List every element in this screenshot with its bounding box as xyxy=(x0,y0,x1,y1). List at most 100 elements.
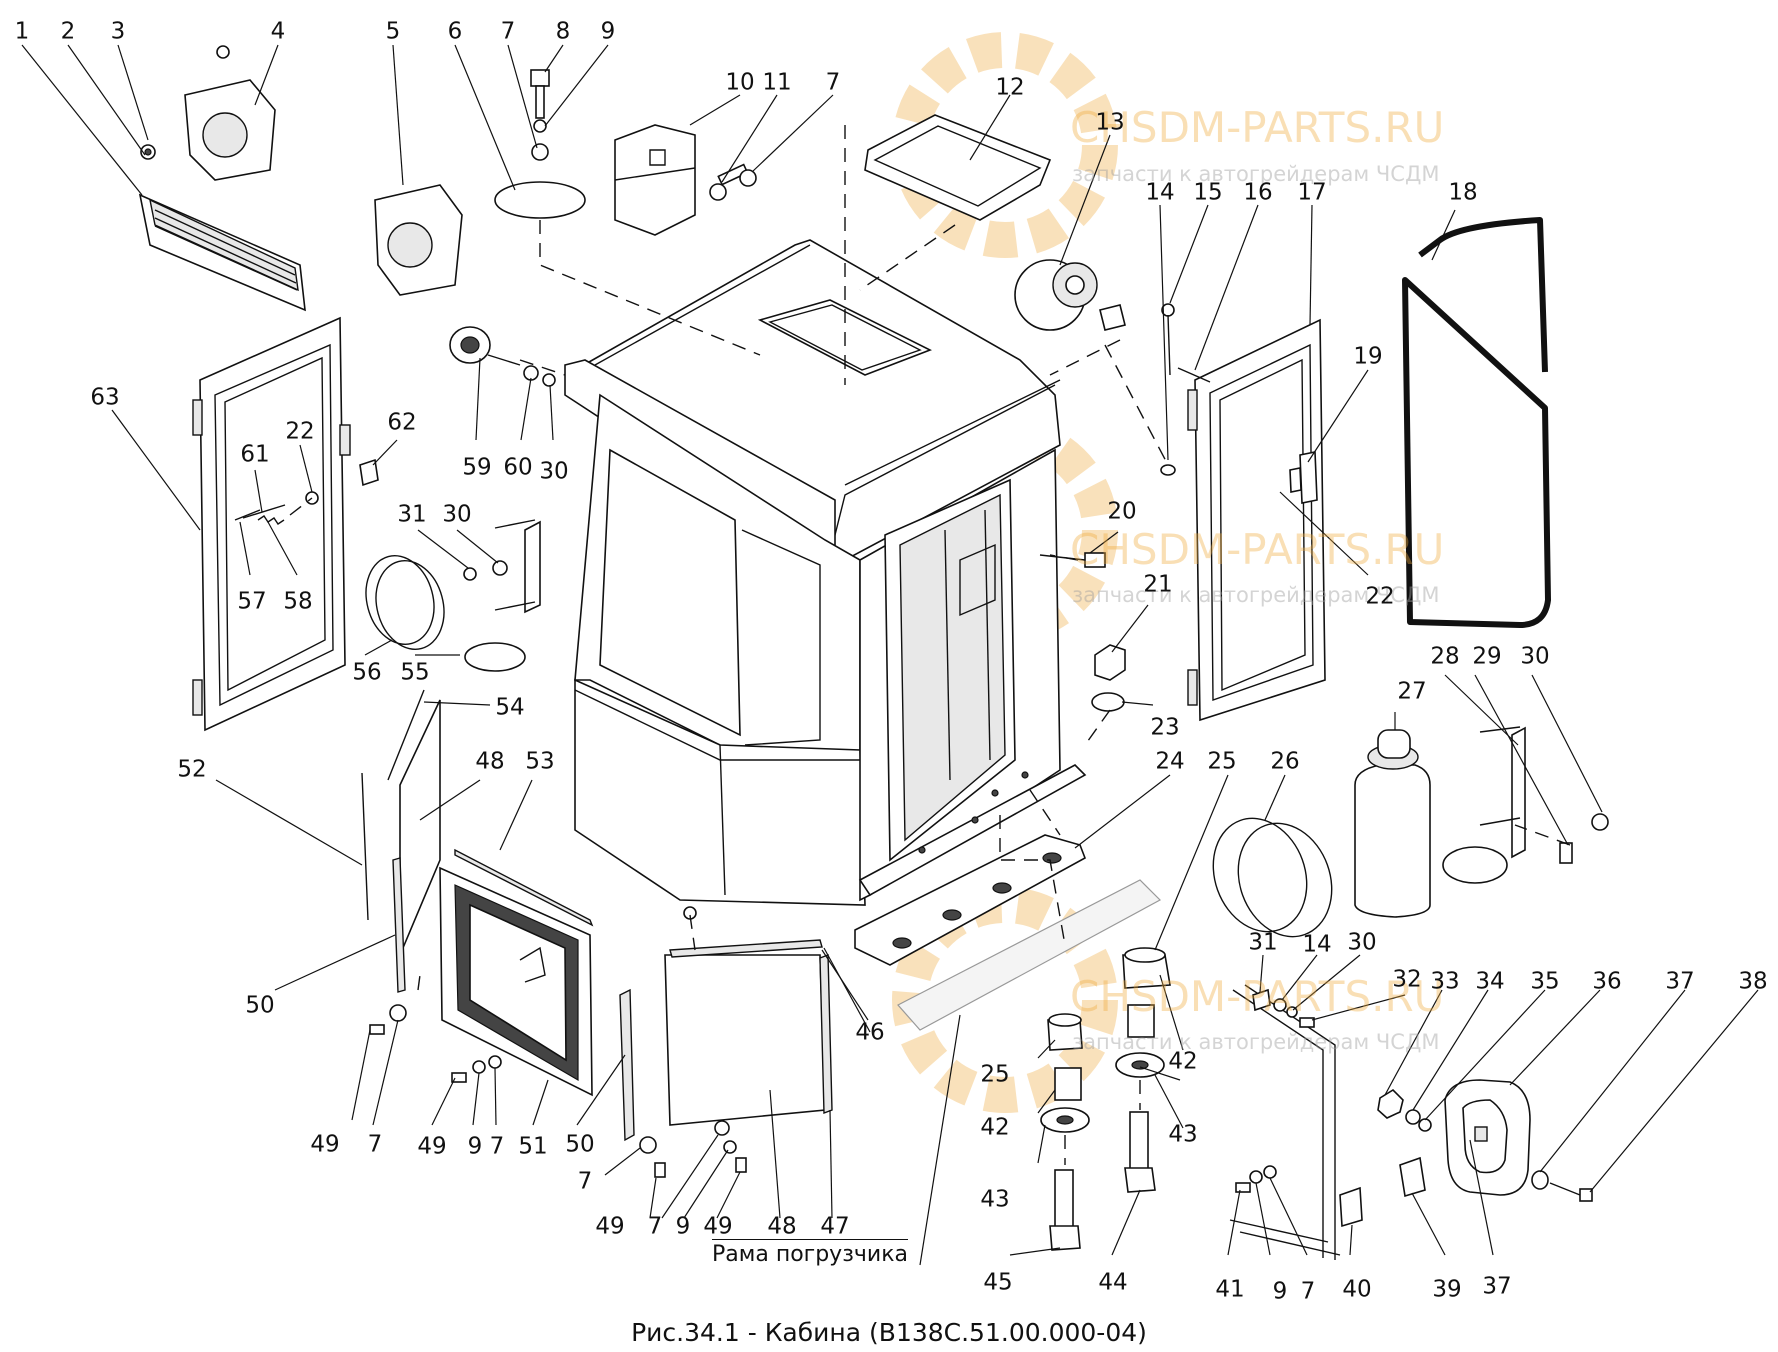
callout-label: 38 xyxy=(1738,968,1768,995)
callout-label: 39 xyxy=(1432,1276,1462,1303)
callout-label: 12 xyxy=(995,74,1025,101)
callout-label: 37 xyxy=(1665,968,1695,995)
callout-label: 11 xyxy=(762,69,792,96)
bolt-29-washer-30 xyxy=(1559,813,1609,864)
callout-label: 7 xyxy=(647,1213,663,1240)
callout-label: 26 xyxy=(1270,748,1300,775)
callout-label: 50 xyxy=(565,1131,595,1158)
callout-label: 58 xyxy=(283,588,313,615)
callout-label: 25 xyxy=(1207,748,1237,775)
small-parts-31-32 xyxy=(1235,988,1432,1193)
callout-label: 29 xyxy=(1472,643,1502,670)
watermark-subtitle: запчасти к автогрейдерам ЧСДМ xyxy=(1072,162,1440,186)
callout-label: 49 xyxy=(417,1133,447,1160)
callout-label: 30 xyxy=(442,501,472,528)
callout-label: 31 xyxy=(397,501,427,528)
callout-label: 49 xyxy=(310,1131,340,1158)
callout-label: 63 xyxy=(90,384,120,411)
callout-label: 59 xyxy=(462,454,492,481)
callout-label: 22 xyxy=(285,418,315,445)
bracket-39 xyxy=(1399,1156,1426,1198)
callout-label: 17 xyxy=(1297,179,1327,206)
callout-label: 52 xyxy=(177,756,207,783)
watermark-title: CHSDM-PARTS.RU xyxy=(1070,103,1445,152)
screw-38-washer-37 xyxy=(1531,1170,1593,1202)
callout-label: 36 xyxy=(1592,968,1622,995)
bolt-11 xyxy=(709,163,749,201)
washer-3 xyxy=(140,144,156,160)
extinguisher-27 xyxy=(1354,729,1431,918)
callout-label: 37 xyxy=(1482,1273,1512,1300)
callout-label: 25 xyxy=(980,1061,1010,1088)
callout-label: 9 xyxy=(467,1133,483,1160)
bracket-40 xyxy=(1339,1186,1363,1228)
panel-48-left xyxy=(399,699,441,956)
callout-label: 43 xyxy=(1168,1121,1198,1148)
mirror-rod-34 xyxy=(1229,984,1341,1260)
callout-label: 16 xyxy=(1243,179,1273,206)
callout-label: 62 xyxy=(387,409,417,436)
callout-label: 3 xyxy=(110,18,126,45)
washer-23 xyxy=(1091,692,1125,712)
nut-21 xyxy=(1094,644,1126,681)
callout-label: 49 xyxy=(703,1213,733,1240)
washer-7 xyxy=(739,169,757,187)
assembly-lines xyxy=(289,125,1571,1165)
pin-15 xyxy=(1161,303,1211,383)
callout-label: 33 xyxy=(1430,968,1460,995)
callout-label: 50 xyxy=(245,992,275,1019)
hatch-cover-12 xyxy=(864,114,1052,221)
callout-label: 30 xyxy=(1347,929,1377,956)
callout-label: 43 xyxy=(980,1186,1010,1213)
bolt-45 xyxy=(1049,1169,1081,1251)
watermark-title: CHSDM-PARTS.RU xyxy=(1070,972,1445,1021)
first-aid-kit-10 xyxy=(614,124,696,236)
fan-13 xyxy=(1014,259,1126,331)
mirror-mount-59 xyxy=(449,326,556,387)
callout-label: 57 xyxy=(237,588,267,615)
rings-56 xyxy=(365,555,445,650)
callout-label: 32 xyxy=(1392,966,1422,993)
callout-label: 7 xyxy=(825,69,841,96)
cabin-body xyxy=(564,239,1087,906)
mirror-36 xyxy=(1444,1079,1531,1196)
watermark-subtitle: запчасти к автогрейдерам ЧСДМ xyxy=(1072,583,1440,607)
callout-label: 7 xyxy=(489,1133,505,1160)
callout-label: 46 xyxy=(855,1019,885,1046)
watermark-subtitle: запчасти к автогрейдерам ЧСДМ xyxy=(1072,1030,1440,1054)
washer-14 xyxy=(1160,464,1176,476)
rubber-strip-52 xyxy=(361,772,369,921)
callout-label: 41 xyxy=(1215,1276,1245,1303)
bushings-42 xyxy=(1054,1004,1155,1101)
callout-label: 7 xyxy=(577,1168,593,1195)
callout-label: 31 xyxy=(1248,929,1278,956)
callout-label: 47 xyxy=(820,1213,850,1240)
strip-54 xyxy=(387,689,425,781)
callout-label: 23 xyxy=(1150,714,1180,741)
callout-label: 1 xyxy=(14,18,30,45)
callout-label: 61 xyxy=(240,441,270,468)
callout-label: 14 xyxy=(1302,931,1332,958)
callout-label: 45 xyxy=(983,1269,1013,1296)
left-door-63 xyxy=(192,316,379,732)
callout-label: 4 xyxy=(270,18,286,45)
rings-26 xyxy=(1212,817,1333,938)
callout-label: 8 xyxy=(555,18,571,45)
strip-50-left xyxy=(392,857,406,993)
callout-label: 49 xyxy=(595,1213,625,1240)
callout-label: 18 xyxy=(1448,179,1478,206)
panel-48-bottom xyxy=(664,954,826,1126)
bolt-8 xyxy=(530,69,550,161)
bolts-49 xyxy=(369,906,747,1178)
plate-6 xyxy=(494,181,586,219)
shock-mount-25 xyxy=(1047,947,1171,1051)
callout-label: 27 xyxy=(1397,678,1427,705)
callout-label: 40 xyxy=(1342,1276,1372,1303)
callout-label: 42 xyxy=(1168,1048,1198,1075)
bracket-28 xyxy=(1442,726,1526,884)
air-duct-grille-1 xyxy=(138,193,306,312)
air-vent-box-4 xyxy=(184,45,276,181)
callout-label: 15 xyxy=(1193,179,1223,206)
callout-label: 7 xyxy=(1300,1278,1316,1305)
